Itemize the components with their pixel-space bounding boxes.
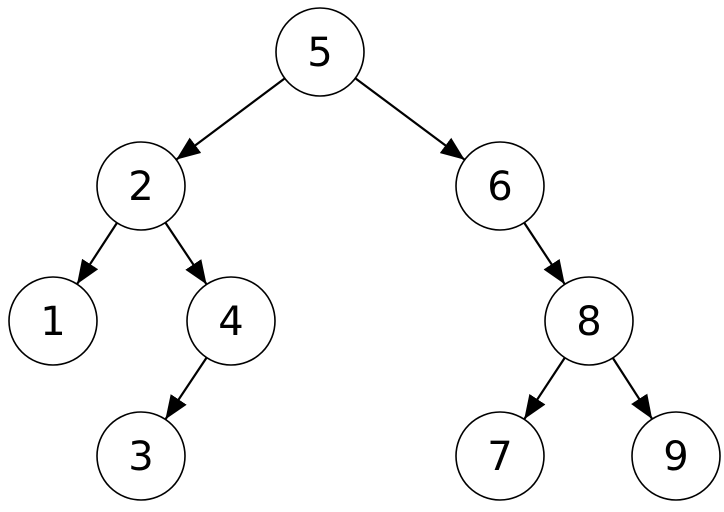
node-circle xyxy=(96,411,186,501)
node-label: 1 xyxy=(40,299,65,345)
node-circle xyxy=(455,411,545,501)
tree-node-9: 9 xyxy=(631,411,721,501)
node-label: 6 xyxy=(487,164,512,210)
edge-n8-to-n7 xyxy=(523,357,566,420)
node-circle xyxy=(186,276,276,366)
tree-node-2: 2 xyxy=(96,141,186,231)
node-circle xyxy=(275,7,365,97)
edge-n8-to-n9 xyxy=(611,357,654,420)
edge-n4-to-n3 xyxy=(164,357,208,420)
tree-node-4: 4 xyxy=(186,276,276,366)
node-label: 5 xyxy=(307,30,332,76)
edge-n6-to-n8 xyxy=(523,222,566,285)
edges-layer xyxy=(76,77,654,420)
edge-n5-to-n6 xyxy=(354,77,466,161)
node-circle xyxy=(96,141,186,231)
edge-n2-to-n4 xyxy=(164,222,208,285)
node-label: 4 xyxy=(218,299,243,345)
tree-node-8: 8 xyxy=(544,276,634,366)
node-circle xyxy=(8,276,98,366)
tree-node-6: 6 xyxy=(455,141,545,231)
node-label: 7 xyxy=(487,434,512,480)
node-circle xyxy=(544,276,634,366)
node-circle xyxy=(455,141,545,231)
tree-node-3: 3 xyxy=(96,411,186,501)
tree-node-5: 5 xyxy=(275,7,365,97)
node-label: 9 xyxy=(663,434,688,480)
edge-n2-to-n1 xyxy=(76,222,118,285)
node-circle xyxy=(631,411,721,501)
nodes-layer: 5 2 6 1 4 8 3 7 9 xyxy=(8,7,721,501)
tree-node-7: 7 xyxy=(455,411,545,501)
node-label: 2 xyxy=(128,164,153,210)
node-label: 3 xyxy=(128,434,153,480)
node-label: 8 xyxy=(576,299,601,345)
edge-n5-to-n2 xyxy=(175,77,286,161)
tree-node-1: 1 xyxy=(8,276,98,366)
